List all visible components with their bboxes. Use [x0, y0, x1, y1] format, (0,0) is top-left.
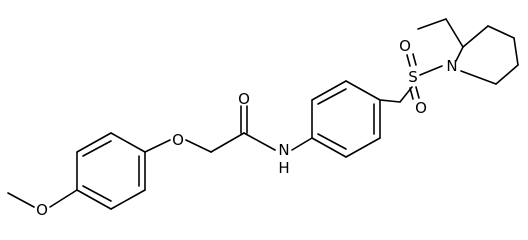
bond: [345, 137, 381, 158]
bond: [419, 65, 443, 76]
atom-label-methoxy-oxygen: O: [36, 201, 48, 219]
atom-label-carbonyl-oxygen: O: [238, 90, 250, 108]
bond: [445, 18, 464, 48]
atom-label-sulfonyl-oxygen-bottom: O: [415, 99, 427, 117]
bond: [495, 64, 519, 85]
bond: [243, 132, 276, 151]
methoxy-group: [7, 189, 78, 208]
bond: [110, 189, 146, 210]
atom-label-amide-nitrogen: N: [278, 141, 289, 159]
bond: [210, 132, 245, 153]
molecule-diagram: O O N H S O O N O: [7, 18, 519, 219]
atom-label-sulfonyl-oxygen-top: O: [399, 37, 411, 55]
atom-label-piperidine-nitrogen: N: [446, 57, 457, 75]
bond: [311, 137, 347, 158]
bond: [412, 53, 417, 66]
bond: [455, 46, 464, 62]
bond: [345, 80, 381, 101]
bond: [185, 139, 212, 153]
bond: [82, 140, 112, 157]
bond: [311, 80, 347, 101]
bond: [487, 25, 515, 39]
bond: [82, 185, 112, 202]
benzene-ring-methoxyphenyl: [76, 132, 171, 210]
bond: [144, 139, 171, 153]
piperidine-ring: [455, 25, 519, 85]
bond: [110, 132, 146, 153]
atom-label-amide-hydrogen: H: [278, 159, 289, 177]
structure-canvas: O O N H S O O N O: [7, 18, 519, 219]
bond: [409, 87, 414, 100]
bond: [291, 137, 313, 151]
bond: [317, 88, 347, 105]
bond: [317, 133, 347, 150]
atom-label-ether-oxygen: O: [172, 131, 184, 149]
atom-label-sulfur: S: [408, 68, 418, 86]
bond: [49, 189, 78, 208]
bond: [417, 18, 447, 30]
bond: [513, 37, 519, 66]
bond: [76, 132, 112, 153]
amide-linkage: [185, 105, 313, 153]
benzene-ring-central: [311, 80, 381, 158]
bond: [76, 189, 112, 210]
ethyl-group: [417, 18, 464, 48]
bond: [462, 25, 489, 48]
bond: [406, 54, 411, 67]
bond: [460, 70, 497, 85]
bond: [415, 86, 420, 99]
bond: [7, 192, 35, 208]
bond: [379, 99, 401, 103]
sulfonyl-group: [399, 53, 443, 103]
